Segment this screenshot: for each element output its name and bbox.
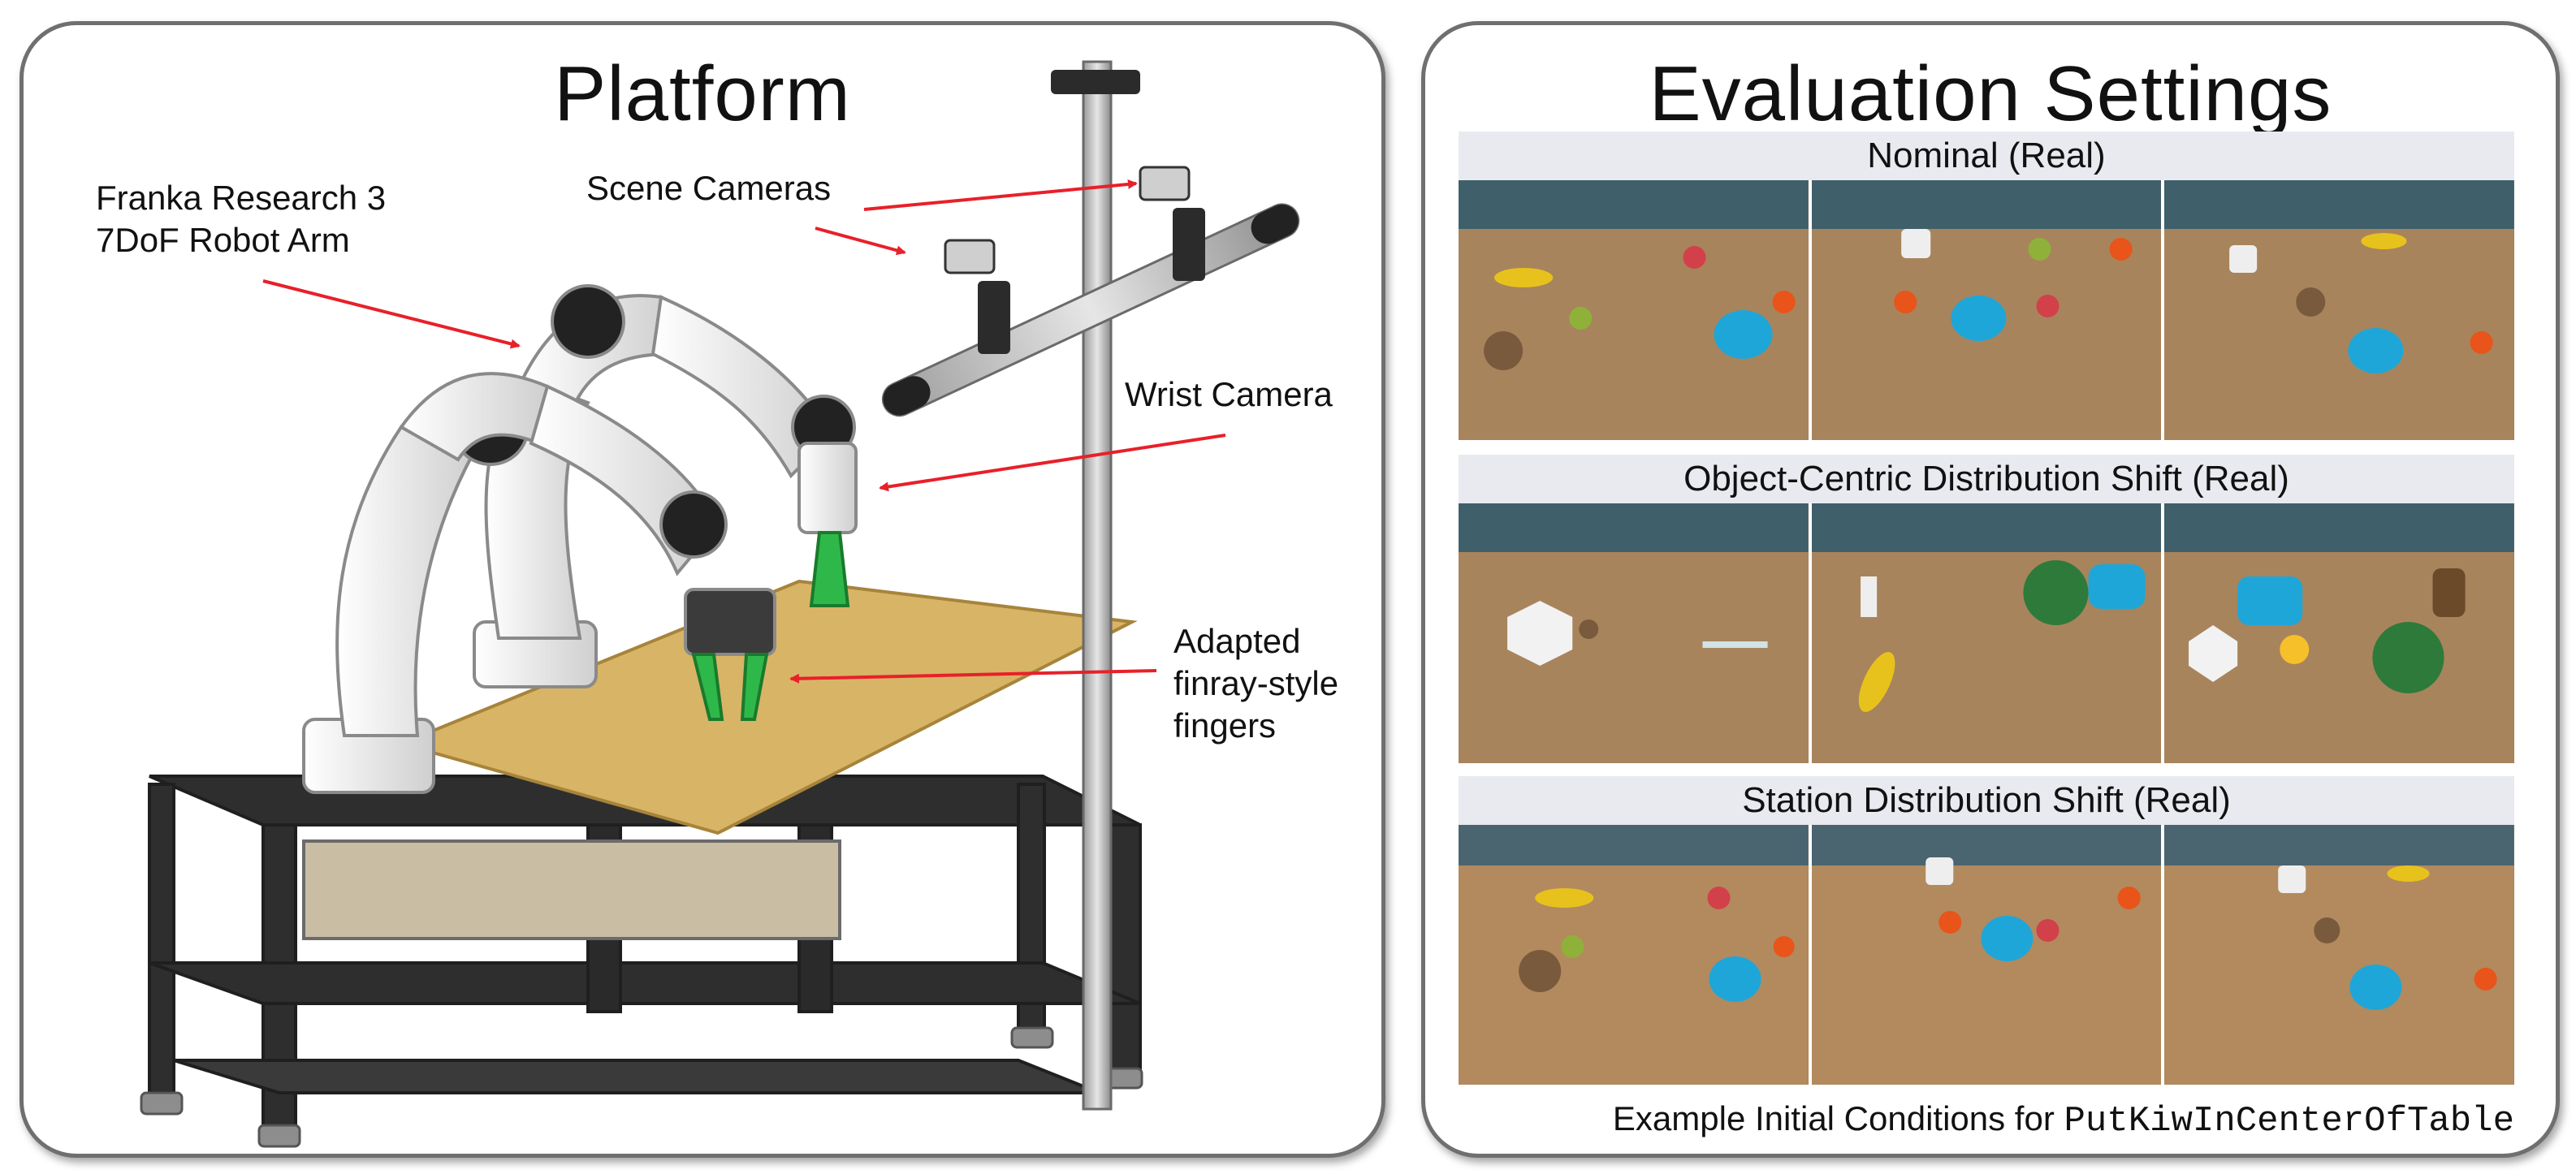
fingers-label-line1: Adapted xyxy=(1173,622,1301,660)
scene-thumbnail xyxy=(2164,825,2515,1085)
scene-camera-arrow-right xyxy=(863,179,1138,211)
caption-prefix: Example Initial Conditions for xyxy=(1612,1099,2055,1137)
robot-arm-front xyxy=(302,372,776,794)
camera-mast xyxy=(881,60,1300,1111)
scene-thumbnail xyxy=(1459,503,1809,763)
fingers-arrow xyxy=(789,669,1157,684)
robot-arm-label: Franka Research 3 7DoF Robot Arm xyxy=(96,177,386,261)
scene-thumbnail xyxy=(1811,825,2162,1085)
scene-thumbnail xyxy=(2164,503,2515,763)
wrist-camera-label: Wrist Camera xyxy=(1125,375,1333,413)
scene-thumbnail xyxy=(2164,180,2515,440)
scene-camera-arrow-left xyxy=(815,227,906,256)
image-row-station xyxy=(1459,825,2515,1085)
table-top xyxy=(395,579,1138,835)
scene-cameras-label: Scene Cameras xyxy=(586,169,832,207)
section-header-station: Station Distribution Shift (Real) xyxy=(1459,776,2514,825)
robot-arm-label-line2: 7DoF Robot Arm xyxy=(96,221,350,259)
callout-arrows xyxy=(262,179,1226,684)
scene-thumbnail xyxy=(1811,180,2162,440)
fingers-label: Adapted finray-style fingers xyxy=(1173,620,1338,747)
robot-arm-arrow xyxy=(262,279,521,349)
evaluation-caption: Example Initial Conditions for PutKiwInC… xyxy=(1459,1096,2514,1144)
evaluation-title: Evaluation Settings xyxy=(1649,50,2332,137)
scene-thumbnail xyxy=(1459,825,1809,1085)
platform-illustration xyxy=(140,60,1300,1148)
caption-task-name: PutKiwInCenterOfTable xyxy=(2064,1101,2515,1142)
aluminum-frame xyxy=(148,775,1142,1127)
fingers-label-line2: finray-style xyxy=(1173,664,1339,702)
wrist-camera-arrow xyxy=(879,434,1226,492)
platform-title: Platform xyxy=(554,50,851,137)
scene-thumbnail xyxy=(1459,180,1809,440)
fingers-label-line3: fingers xyxy=(1173,706,1277,745)
section-header-nominal: Nominal (Real) xyxy=(1459,132,2514,180)
scene-thumbnail xyxy=(1811,503,2162,763)
image-row-nominal xyxy=(1459,180,2515,440)
image-row-object-centric xyxy=(1459,503,2515,763)
robot-arm-label-line1: Franka Research 3 xyxy=(96,179,387,217)
section-header-object-centric: Object-Centric Distribution Shift (Real) xyxy=(1459,455,2514,503)
